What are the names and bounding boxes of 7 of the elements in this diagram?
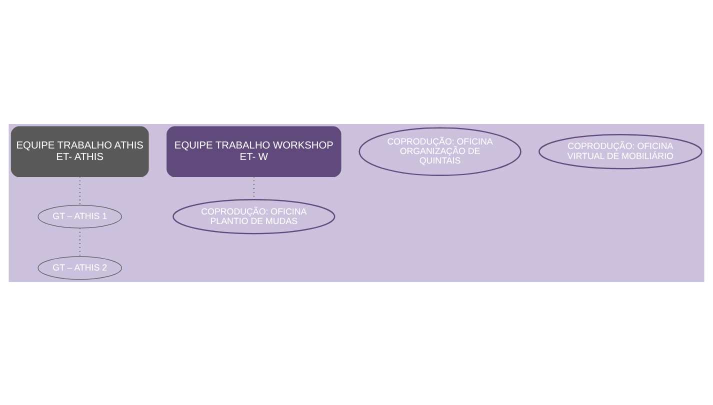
node-box: EQUIPE TRABALHO WORKSHOP ET- W [166,126,342,177]
node-box: EQUIPE TRABALHO ATHIS ET- ATHIS [10,126,149,177]
node-ellipse: GT – ATHIS 1 [38,204,122,228]
node-ellipse: GT – ATHIS 2 [38,256,122,280]
node-ellipse: COPRODUÇÃO: OFICINA PLANTIO DE MUDAS [172,198,336,234]
node-ellipse: COPRODUÇÃO: OFICINA VIRTUAL DE MOBILIÁRIO [538,134,702,169]
node-ellipse: COPRODUÇÃO: OFICINA ORGANIZAÇÃO DE QUINTAIS [358,126,522,176]
